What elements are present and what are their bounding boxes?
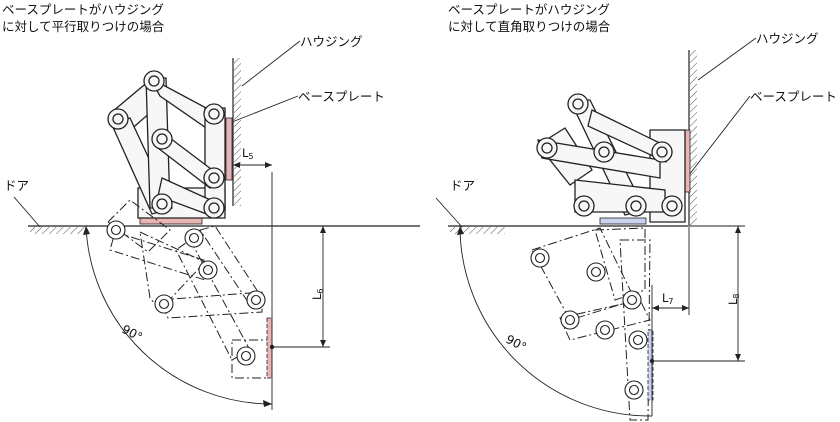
right-panel-perpendicular-mount: ベースプレートがハウジング に対して直角取りつけの場合 — [420, 0, 840, 422]
left-housing-leader — [241, 40, 301, 87]
right-title-line2: に対して直角取りつけの場合 — [448, 19, 611, 34]
left-dim-v-label: L6 — [310, 288, 325, 300]
right-dim-vertical — [649, 225, 745, 364]
left-door-leader — [13, 196, 41, 228]
left-housing-wall — [232, 58, 241, 206]
left-hinge-opened-pins — [106, 220, 266, 366]
right-housing-leader — [697, 37, 757, 81]
left-baseplate-opened — [266, 317, 273, 379]
left-label-door: ドア — [4, 178, 30, 193]
left-dim-horizontal — [233, 162, 273, 410]
left-panel-parallel-mount: ベースプレートがハウジング に対して平行取りつけの場合 — [2, 1, 420, 410]
left-label-baseplate: ベースプレート — [298, 89, 385, 104]
left-dim-h-label: L5 — [242, 146, 254, 161]
right-baseplate-opened — [647, 329, 654, 401]
right-door-leader — [435, 197, 463, 228]
right-panel-title: ベースプレートがハウジング に対して直角取りつけの場合 — [448, 1, 610, 35]
right-label-baseplate: ベースプレート — [750, 89, 837, 104]
left-door-surface — [28, 225, 420, 234]
left-angle-arc — [85, 225, 273, 405]
left-hinge-closed — [107, 70, 226, 219]
right-title-line1: ベースプレートがハウジング — [448, 2, 610, 17]
right-dim-horizontal — [651, 226, 690, 416]
right-door-surface — [448, 225, 688, 234]
left-dim-vertical — [269, 226, 330, 350]
right-baseplate-door — [599, 217, 647, 225]
right-hinge-closed — [536, 93, 686, 223]
left-title-line2: に対して平行取りつけの場合 — [2, 19, 165, 34]
left-label-housing: ハウジング — [300, 34, 363, 49]
right-dim-h-label: L7 — [662, 291, 674, 306]
left-panel-title: ベースプレートがハウジング に対して平行取りつけの場合 — [2, 1, 164, 35]
right-dim-v-label: L8 — [726, 293, 741, 305]
left-hinge-drawing — [13, 40, 420, 410]
right-hinge-opened-phantom — [531, 227, 651, 421]
right-label-door: ドア — [450, 178, 476, 193]
left-baseplate-housing — [225, 117, 233, 181]
left-baseplate-leader — [231, 95, 299, 123]
left-title-line1: ベースプレートがハウジング — [2, 2, 164, 17]
right-hinge-drawing — [435, 37, 757, 421]
right-baseplate-leader — [681, 95, 751, 185]
right-baseplate-housing — [684, 129, 691, 193]
left-baseplate-door — [139, 217, 203, 225]
right-hinge-opened-pins — [530, 248, 648, 400]
right-angle-arc — [459, 225, 653, 417]
right-label-housing: ハウジング — [756, 31, 819, 46]
